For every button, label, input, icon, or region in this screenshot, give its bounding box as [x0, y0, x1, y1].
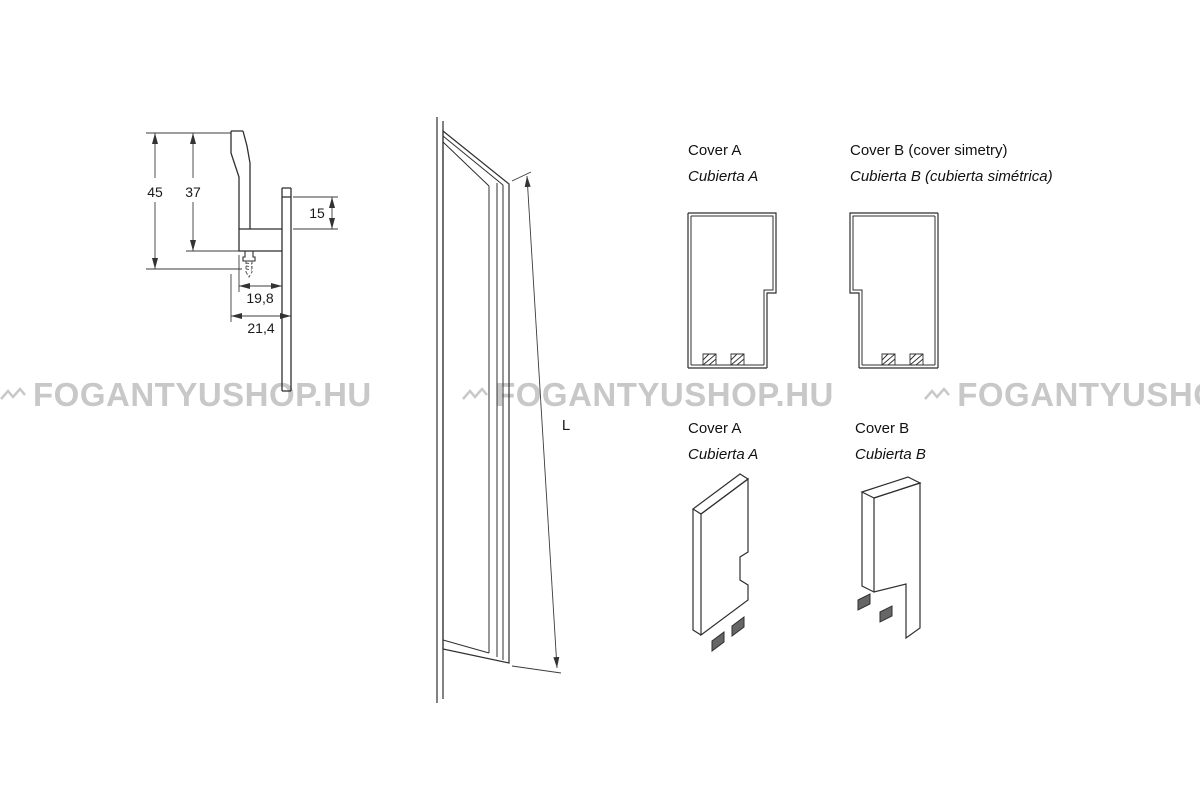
profile-top-cap [442, 135, 504, 187]
profile-hook-outline [230, 130, 251, 229]
cover-b-flat-title: Cover B (cover simetry) [850, 142, 1008, 159]
cover-b-3d-clips [857, 593, 893, 623]
cover-a-flat-label: Cover A Cubierta A [688, 141, 758, 186]
cover-a-3d-drawing [691, 473, 750, 652]
ext-line-L-bottom [511, 665, 562, 674]
profile-3d-view: L [436, 117, 570, 703]
cover-a-flat-subtitle: Cubierta A [688, 168, 759, 185]
cover-b-2d-outer [849, 212, 939, 369]
ext-line-L-top [511, 171, 532, 182]
cover-a-cap-title: Cover A [688, 420, 742, 437]
cover-a-cap-label: Cover A Cubierta A [688, 419, 758, 464]
cover-b-2d-drawing [849, 212, 939, 369]
cover-a-3d-clips [711, 616, 745, 652]
dim-45-label: 45 [147, 184, 163, 200]
cover-a-2d-inner [690, 215, 774, 366]
dim-15-label: 15 [309, 205, 325, 221]
cover-a-3d-top-face [691, 473, 750, 515]
cover-b-3d-drawing [857, 476, 922, 640]
cover-a-2d-outer [687, 212, 777, 369]
zigzag-icon [924, 387, 951, 400]
watermark-item: FOGANTYUSHOP.HU [924, 376, 1200, 414]
profile-bottom-cap [442, 639, 490, 654]
cover-b-3d-top-face [860, 476, 922, 499]
cover-a-3d-front-face [700, 477, 749, 637]
cover-b-2d-clips [881, 353, 924, 366]
cover-a-3d-side-face [692, 509, 702, 636]
dim-21_4-label: 21,4 [247, 320, 274, 336]
cover-a-2d-clips [702, 353, 745, 366]
profile-plate-outline [281, 187, 292, 392]
cover-b-cap-subtitle: Cubierta B [855, 446, 926, 463]
dim-19_8-label: 19,8 [246, 290, 273, 306]
watermark-text: FOGANTYUSHOP.HU [957, 376, 1200, 413]
screw-symbol [245, 261, 253, 278]
cover-a-2d-drawing [687, 212, 777, 369]
dimension-lines [146, 132, 338, 322]
cover-b-flat-subtitle: Cubierta B (cubierta simétrica) [850, 168, 1053, 185]
length-label: L [562, 417, 570, 434]
length-dimension [511, 171, 562, 674]
cover-a-cap-subtitle: Cubierta A [688, 446, 759, 463]
zigzag-icon [0, 387, 26, 400]
cover-b-cap-label: Cover B Cubierta B [855, 419, 926, 464]
profile-groove-lines [488, 183, 504, 660]
profile-arm-outline [238, 228, 282, 252]
cover-b-flat-label: Cover B (cover simetry) Cubierta B (cubi… [850, 141, 1053, 186]
profile-screw-channel [242, 251, 256, 262]
profile-front-face [442, 129, 510, 664]
watermark-text: FOGANTYUSHOP.HU [33, 376, 372, 413]
dim-L-line [524, 175, 560, 669]
cover-a-flat-title: Cover A [688, 142, 742, 159]
cover-b-2d-inner [852, 215, 936, 366]
cover-b-cap-title: Cover B [855, 420, 910, 437]
cover-b-3d-side-face [861, 492, 875, 593]
watermark-item: FOGANTYUSHOP.HU [0, 376, 372, 414]
dim-37-label: 37 [185, 184, 201, 200]
profile-side-edges [436, 117, 444, 703]
cross-section-view: 45 37 15 19,8 21,4 [146, 130, 338, 392]
zigzag-icon [462, 387, 489, 400]
